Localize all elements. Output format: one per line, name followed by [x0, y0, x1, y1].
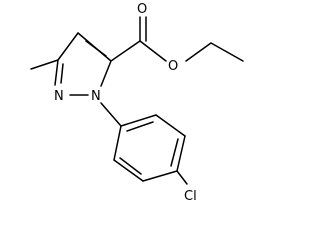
ring-bond-n2-c3-outer [54, 59, 59, 86]
phenyl-bond-3 [176, 135, 186, 172]
ring-bond-c3-c4 [57, 32, 79, 61]
ring-bond-n2-c3-inner [60, 63, 64, 84]
bond-phenyl-cl [176, 170, 188, 185]
phenyl-bond-6 [113, 125, 122, 161]
phenyl-bond-5 [113, 159, 144, 182]
phenyl-bond-1 [120, 114, 157, 127]
phenyl-bond-2 [155, 114, 186, 137]
bond-carbonyl-ester-o [139, 40, 167, 62]
ring-bond-c5-n1 [100, 60, 112, 87]
pyrazole-n2-label: N [54, 89, 64, 104]
ring-bond-c5-c5inner [85, 40, 107, 57]
chlorine-label: Cl [184, 189, 197, 204]
methyl-bond [30, 59, 59, 70]
phenyl-inner-bond-a [126, 121, 154, 132]
phenyl-inner-bond-c [119, 157, 142, 175]
ester-oxygen-label: O [168, 59, 178, 74]
carbonyl-oxygen-label: O [137, 2, 147, 17]
phenyl-inner-bond-b [170, 138, 179, 167]
bond-ester-o-ch2 [185, 42, 212, 62]
phenyl-bond-4 [142, 170, 178, 182]
pyrazole-n1-label: N [91, 89, 101, 104]
chemical-structure: O O N N Cl [30, 2, 244, 204]
bond-n1-phenyl [100, 102, 122, 127]
bond-ch2-ch3 [210, 42, 244, 62]
bond-c5-carbonyl [110, 40, 141, 62]
molecule-canvas: O O N N Cl [30, 2, 244, 204]
